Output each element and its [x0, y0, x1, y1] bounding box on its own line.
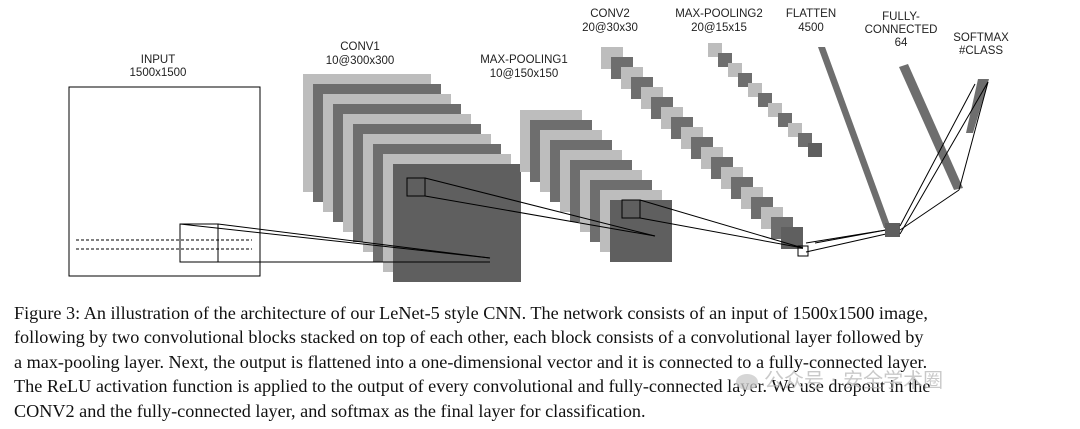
connection-line	[639, 199, 804, 249]
connection-line	[899, 83, 976, 227]
softmax-size-label: #CLASS	[959, 45, 1003, 57]
conv1-receptive-field	[406, 177, 426, 197]
pool2-label: MAX-POOLING2	[675, 8, 763, 20]
flatten-size-label: 4500	[798, 22, 824, 34]
conv2-receptive-field	[797, 245, 809, 257]
softmax-label: SOFTMAX	[953, 32, 1009, 44]
connection-line	[899, 189, 960, 231]
figure-caption: Figure 3: An illustration of the archite…	[14, 301, 1066, 423]
caption-line: CONV2 and the fully-connected layer, and…	[14, 400, 646, 421]
input-size-label: 1500x1500	[130, 67, 187, 79]
conv1-size-label: 10@300x300	[326, 55, 395, 67]
softmax-vector	[966, 79, 989, 133]
connection-line	[805, 233, 887, 253]
pool1-size-label: 10@150x150	[490, 68, 559, 80]
fc-label: FULLY-	[882, 11, 920, 23]
pool2-size-label: 20@15x15	[691, 22, 747, 34]
conv2-label: CONV2	[590, 8, 630, 20]
pool1-feature-map	[610, 200, 672, 262]
connection-line	[899, 81, 989, 235]
conv1-feature-map	[393, 164, 521, 282]
caption-line: following by two convolutional blocks st…	[14, 327, 924, 348]
connection-line	[179, 223, 491, 259]
fc-unit	[885, 223, 900, 237]
pool2-feature-map	[808, 143, 822, 157]
fc-vector	[899, 64, 963, 190]
input-image-box	[68, 86, 261, 277]
caption-line: a max-pooling layer. Next, the output is…	[14, 351, 928, 372]
connection-line	[639, 217, 804, 249]
input-label: INPUT	[141, 54, 176, 66]
connection-line	[814, 229, 887, 244]
pool1-label: MAX-POOLING1	[480, 54, 568, 66]
connection-line	[424, 177, 656, 237]
conv2-size-label: 20@30x30	[582, 22, 638, 34]
flatten-vector	[818, 47, 891, 228]
fc-label-line2: CONNECTED	[865, 24, 938, 36]
fc-size-label: 64	[895, 37, 908, 49]
connection-line	[424, 195, 656, 237]
conv1-label: CONV1	[340, 41, 380, 53]
input-receptive-field	[179, 223, 219, 263]
flatten-label: FLATTEN	[786, 8, 836, 20]
connection-line	[217, 223, 491, 259]
caption-line: Figure 3: An illustration of the archite…	[14, 303, 928, 323]
cnn-architecture-diagram: INPUT 1500x1500 CONV1 10@300x300 MAX-POO…	[68, 8, 1009, 282]
connection-line	[958, 81, 989, 191]
pool1-receptive-field	[621, 199, 641, 219]
caption-line: The ReLU activation function is applied …	[14, 376, 931, 397]
